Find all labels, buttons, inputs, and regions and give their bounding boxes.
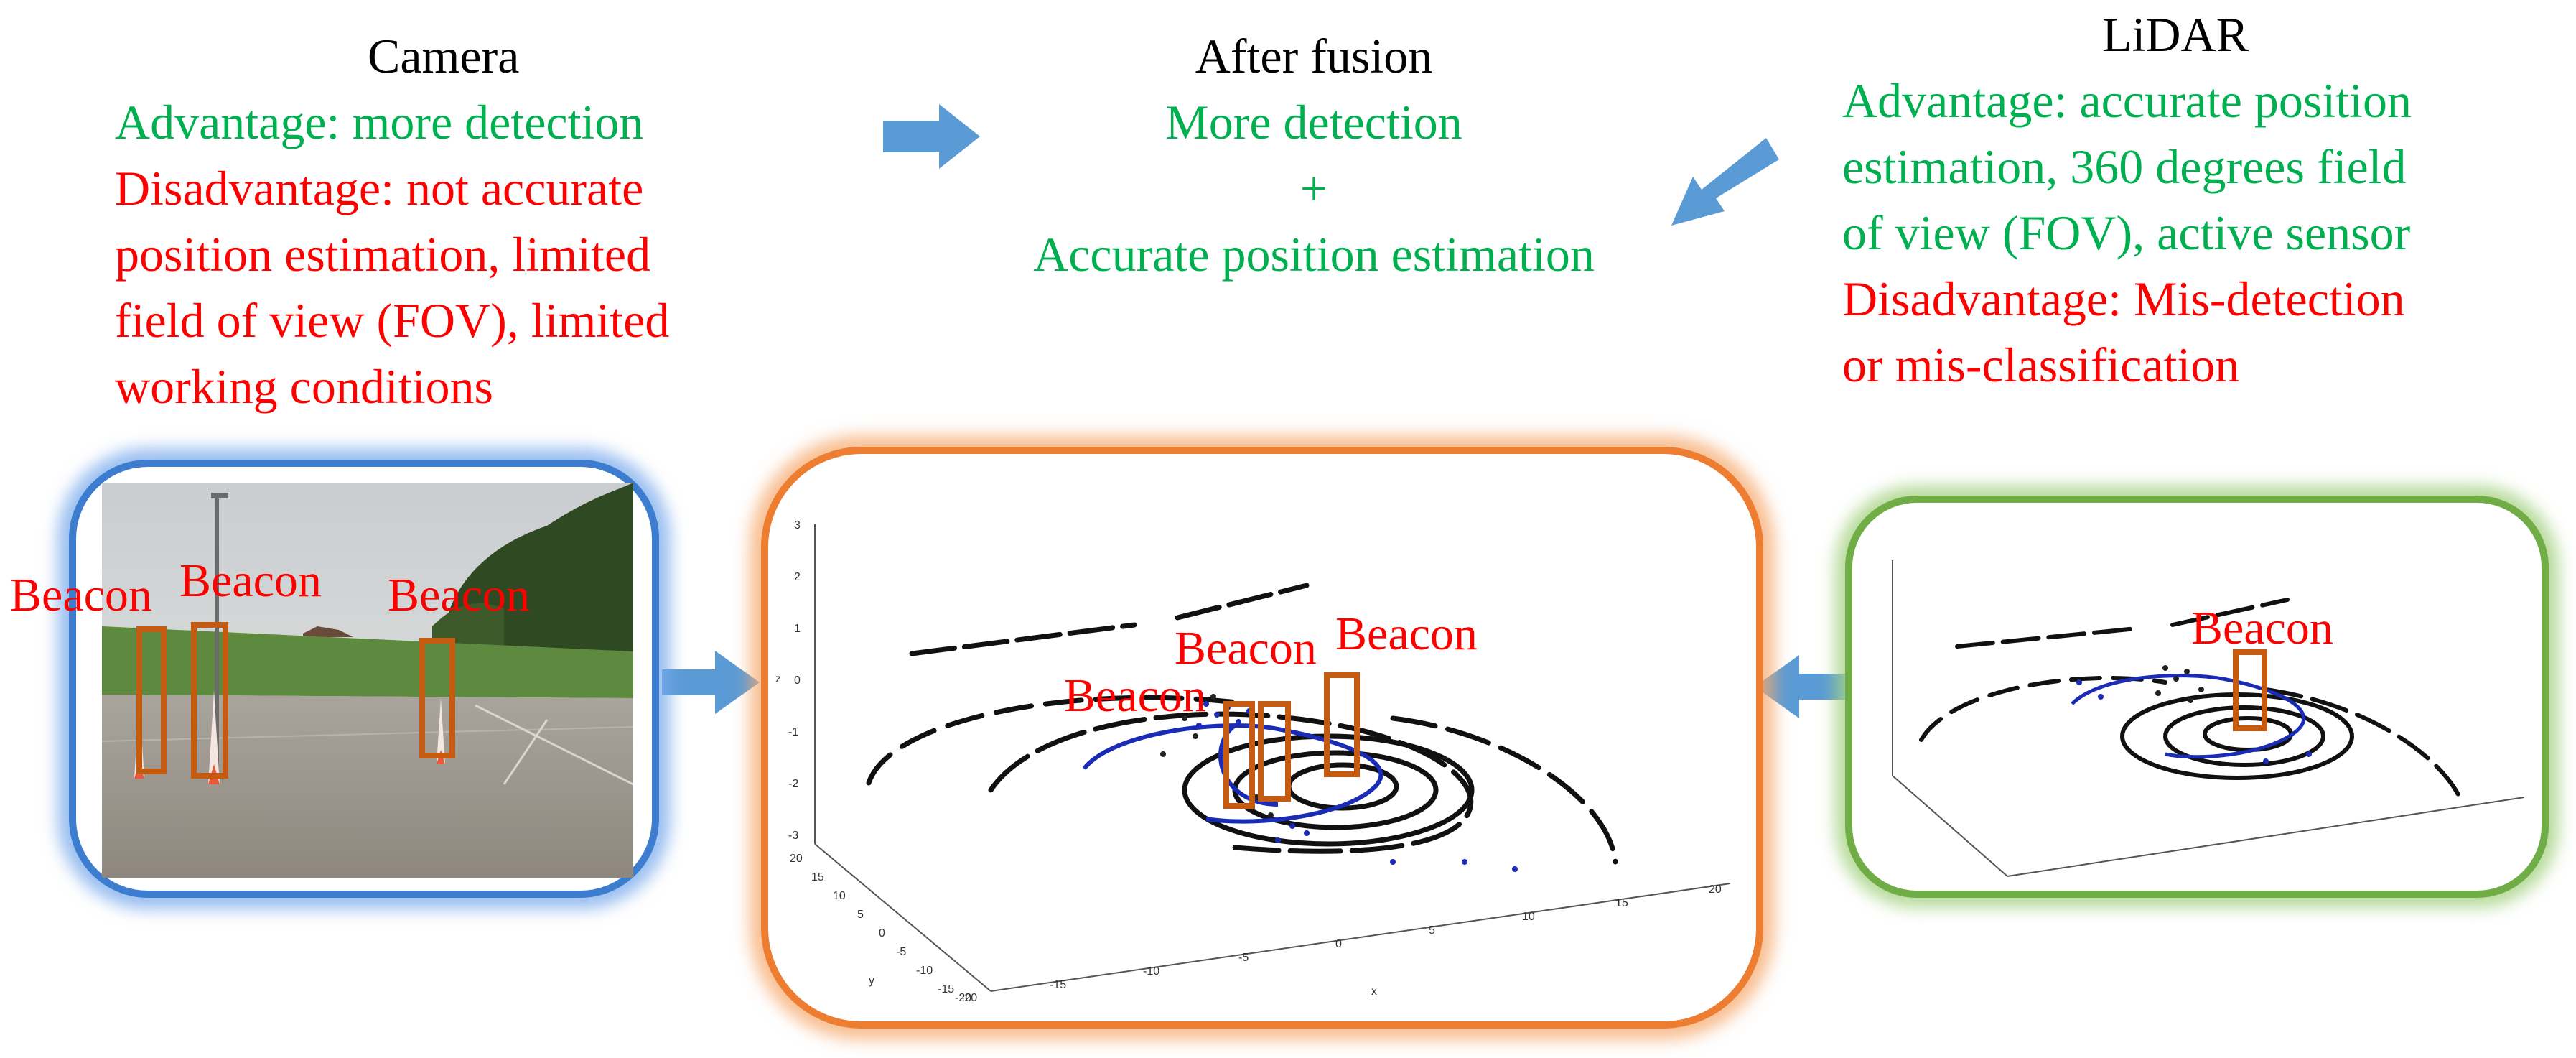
- camera-advantage: Advantage: more detection: [115, 95, 644, 149]
- fusion-y-tick-4: 0: [879, 927, 885, 939]
- fusion-y-tick-3: 5: [857, 909, 864, 921]
- fusion-x-tick-1: -15: [1050, 979, 1066, 991]
- lidar-advantage-2: estimation, 360 degrees field: [1842, 139, 2407, 194]
- fusion-beacon-label-2: Beacon: [1175, 622, 1317, 674]
- fusion-y-tick-8: -20: [961, 992, 977, 1004]
- fusion-y-tick-2: 10: [833, 890, 846, 902]
- camera-disadvantage-1: Disadvantage: not accurate: [115, 161, 644, 215]
- fusion-plus: +: [1299, 161, 1328, 215]
- arrow-left-icon: [1755, 655, 1852, 718]
- fusion-z-label: z: [775, 673, 781, 685]
- fusion-x-tick-6: 10: [1522, 911, 1535, 923]
- fusion-y-tick-0: 20: [790, 853, 803, 865]
- camera-detection-box-1: [136, 626, 167, 774]
- fusion-y-label: y: [869, 975, 874, 987]
- camera-detection-box-2: [191, 622, 228, 779]
- lidar-advantage-3: of view (FOV), active sensor: [1842, 205, 2411, 260]
- lidar-point-cloud-plot: [1892, 560, 2525, 877]
- fusion-z-tick-5: -2: [788, 778, 798, 790]
- camera-detection-box-3: [419, 638, 455, 758]
- fusion-y-tick-6: -10: [916, 965, 933, 977]
- fusion-y-tick-7: -15: [938, 983, 954, 996]
- fusion-x-tick-4: 0: [1335, 938, 1342, 950]
- fusion-point-cloud-plot: 3 2 1 0 -1 -2 -3 z 20 15 10 5 0 -5 -10 -…: [775, 519, 1731, 1004]
- fusion-z-tick-6: -3: [788, 830, 798, 842]
- camera-beacon-label-3: Beacon: [388, 569, 530, 621]
- fusion-x-tick-7: 15: [1615, 897, 1628, 909]
- lidar-title: LiDAR: [2102, 7, 2249, 62]
- fusion-x-tick-2: -10: [1143, 965, 1159, 978]
- camera-disadvantage-2: position estimation, limited: [115, 227, 651, 282]
- lidar-detection-box: [2233, 649, 2267, 731]
- fusion-z-tick-3: 0: [794, 674, 801, 687]
- fusion-beacon-label-1: Beacon: [1064, 669, 1206, 722]
- fusion-beacon-label-3: Beacon: [1335, 608, 1478, 660]
- lidar-beacon-label: Beacon: [2191, 602, 2333, 654]
- lidar-panel: [1845, 496, 2549, 898]
- camera-disadvantage-3: field of view (FOV), limited: [115, 293, 670, 348]
- fusion-x-tick-3: -5: [1238, 952, 1249, 964]
- fusion-x-tick-8: 20: [1709, 883, 1722, 896]
- camera-disadvantage-4: working conditions: [115, 359, 493, 414]
- fusion-z-tick-0: 3: [794, 519, 801, 532]
- fusion-z-tick-4: -1: [788, 726, 798, 738]
- arrow-down-left-icon: [1671, 138, 1779, 226]
- camera-beacon-label-2: Beacon: [179, 554, 322, 607]
- lidar-disadvantage-1: Disadvantage: Mis-detection: [1842, 272, 2405, 326]
- fusion-y-tick-1: 15: [811, 871, 824, 883]
- fusion-x-label: x: [1371, 985, 1377, 998]
- camera-title: Camera: [368, 29, 520, 83]
- fusion-z-tick-1: 2: [794, 571, 801, 583]
- fusion-line-1: More detection: [1165, 95, 1462, 149]
- fusion-x-tick-0: -20: [955, 992, 971, 1004]
- lidar-advantage-1: Advantage: accurate position: [1842, 73, 2412, 128]
- fusion-title: After fusion: [1195, 29, 1433, 83]
- lidar-disadvantage-2: or mis-classification: [1842, 338, 2240, 392]
- arrow-right-icon: [662, 651, 760, 714]
- fusion-line-2: Accurate position estimation: [1033, 227, 1595, 282]
- fusion-z-tick-2: 1: [794, 623, 801, 635]
- camera-image: [102, 483, 633, 878]
- fusion-detection-box-2: [1258, 701, 1291, 802]
- fusion-detection-box-1: [1223, 701, 1255, 809]
- fusion-y-tick-5: -5: [896, 946, 906, 958]
- fusion-x-tick-5: 5: [1429, 924, 1435, 937]
- camera-beacon-label-1: Beacon: [10, 569, 152, 621]
- fusion-detection-box-3: [1324, 672, 1360, 777]
- arrow-right-icon: [883, 104, 980, 169]
